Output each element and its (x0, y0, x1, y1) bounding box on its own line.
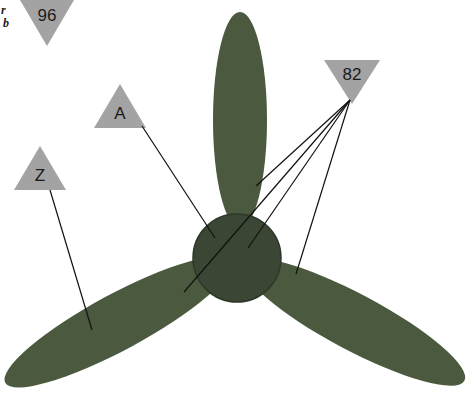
leader-line (256, 100, 350, 186)
callout-triangle (324, 60, 380, 104)
callout-triangle (14, 146, 66, 190)
callout-triangle (94, 84, 146, 128)
callout-letter: Z (14, 166, 66, 186)
leader-line (142, 126, 215, 238)
hub (193, 214, 281, 302)
cut-off-text: b (3, 17, 9, 30)
callout-letter: A (94, 104, 146, 124)
callout-triangle (20, 0, 74, 46)
leader-line (184, 100, 350, 292)
leader-line (296, 100, 350, 274)
blade (213, 12, 267, 228)
leader-line (248, 100, 350, 248)
callout-number: 96 (20, 6, 74, 26)
cut-off-text: r (1, 4, 6, 17)
leader-line (50, 190, 92, 330)
callout-number: 82 (324, 65, 380, 85)
